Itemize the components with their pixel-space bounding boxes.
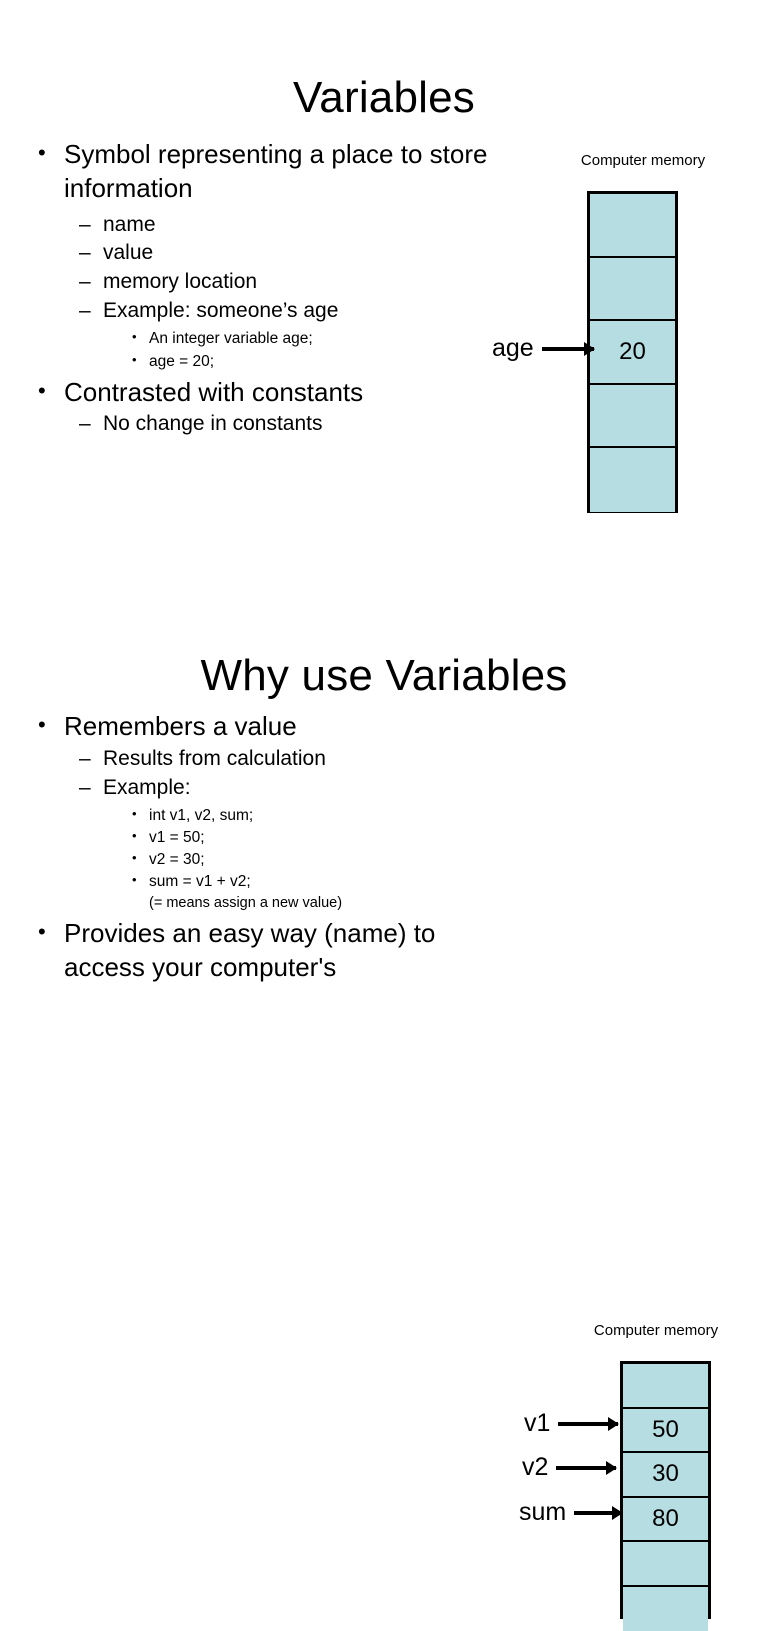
list-item: (= means assign a new value) <box>38 894 508 914</box>
bullet-marker: • <box>38 138 64 167</box>
bullet-marker: – <box>79 239 103 267</box>
list-item: – Example: someone’s age <box>38 297 508 325</box>
list-item-label: v1 = 50; <box>149 827 508 848</box>
bullet-marker: • <box>132 871 149 889</box>
memory-cell: 20 <box>590 321 675 385</box>
list-item-label: Example: someone’s age <box>103 297 508 325</box>
list-item-label: sum = v1 + v2; <box>149 871 508 892</box>
pointer-v2: v2 <box>522 1455 616 1480</box>
memory-cell <box>590 194 675 258</box>
memory-diagram-caption: Computer memory <box>563 152 723 169</box>
list-item-label: Provides an easy way (name) to access yo… <box>64 917 508 985</box>
list-item-label: int v1, v2, sum; <box>149 805 508 826</box>
list-item-label: Symbol representing a place to store inf… <box>64 138 508 206</box>
bullet-marker: – <box>79 268 103 296</box>
memory-cell <box>590 448 675 512</box>
arrow-right-icon <box>574 1511 622 1515</box>
bullet-list-variables: • Symbol representing a place to store i… <box>38 138 508 439</box>
memory-cell <box>623 1364 708 1409</box>
bullet-marker: • <box>132 351 149 369</box>
memory-cell: 30 <box>623 1453 708 1498</box>
memory-cell <box>623 1587 708 1631</box>
page-title: Why use Variables <box>0 651 768 701</box>
bullet-marker: • <box>132 827 149 845</box>
list-item-label: Contrasted with constants <box>64 376 508 410</box>
pointer-v1: v1 <box>524 1411 618 1436</box>
bullet-marker: – <box>79 745 103 773</box>
list-item-label: Example: <box>103 774 508 802</box>
memory-diagram-caption: Computer memory <box>576 1322 736 1339</box>
page-title: Variables <box>0 73 768 123</box>
list-item-label: An integer variable age; <box>149 328 508 349</box>
pointer-label: sum <box>519 1500 566 1525</box>
list-item: • v2 = 30; <box>38 849 508 870</box>
bullet-marker: • <box>132 849 149 867</box>
pointer-label: v2 <box>522 1455 548 1480</box>
arrow-right-icon <box>556 1466 616 1470</box>
bullet-marker: • <box>38 376 64 405</box>
memory-cell-stack: 20 <box>587 191 678 513</box>
list-item: • Contrasted with constants <box>38 376 508 410</box>
bullet-marker: • <box>132 328 149 346</box>
list-item-label: Remembers a value <box>64 710 508 744</box>
list-item-label: age = 20; <box>149 351 508 372</box>
list-item-label: memory location <box>103 268 508 296</box>
slide-variables: Variables • Symbol representing a place … <box>0 0 768 580</box>
list-item: • int v1, v2, sum; <box>38 805 508 826</box>
list-item-label: value <box>103 239 508 267</box>
bullet-marker: • <box>38 917 64 946</box>
memory-cell <box>590 258 675 322</box>
list-item: – Results from calculation <box>38 745 508 773</box>
pointer-sum: sum <box>519 1500 622 1525</box>
bullet-marker: – <box>79 211 103 239</box>
bullet-marker: – <box>79 774 103 802</box>
pointer-label: age <box>492 336 534 361</box>
bullet-list-why-use-variables: • Remembers a value – Results from calcu… <box>38 710 508 986</box>
list-item: – memory location <box>38 268 508 296</box>
list-item: – No change in constants <box>38 410 508 438</box>
list-item-label: (= means assign a new value) <box>149 894 508 914</box>
memory-cell-stack: 50 30 80 <box>620 1361 711 1619</box>
list-item-label: No change in constants <box>103 410 508 438</box>
list-item: – value <box>38 239 508 267</box>
bullet-marker: – <box>79 410 103 438</box>
bullet-marker: • <box>132 805 149 823</box>
memory-cell: 80 <box>623 1498 708 1543</box>
list-item: • An integer variable age; <box>38 328 508 349</box>
memory-cell <box>590 385 675 449</box>
list-item: • sum = v1 + v2; <box>38 871 508 892</box>
list-item: • Remembers a value <box>38 710 508 744</box>
bullet-marker: – <box>79 297 103 325</box>
list-item-label: v2 = 30; <box>149 849 508 870</box>
memory-cell: 50 <box>623 1409 708 1454</box>
list-item: • Symbol representing a place to store i… <box>38 138 508 206</box>
pointer-label: v1 <box>524 1411 550 1436</box>
list-item: • age = 20; <box>38 351 508 372</box>
list-item: – name <box>38 211 508 239</box>
bullet-marker: • <box>38 710 64 739</box>
list-item: – Example: <box>38 774 508 802</box>
arrow-right-icon <box>558 1422 618 1426</box>
list-item-label: Results from calculation <box>103 745 508 773</box>
list-item: • Provides an easy way (name) to access … <box>38 917 508 985</box>
arrow-right-icon <box>542 347 594 351</box>
list-item: • v1 = 50; <box>38 827 508 848</box>
memory-cell <box>623 1542 708 1587</box>
slide-why-use-variables: Why use Variables • Remembers a value – … <box>0 580 768 1024</box>
pointer-age: age <box>492 336 594 361</box>
list-item-label: name <box>103 211 508 239</box>
